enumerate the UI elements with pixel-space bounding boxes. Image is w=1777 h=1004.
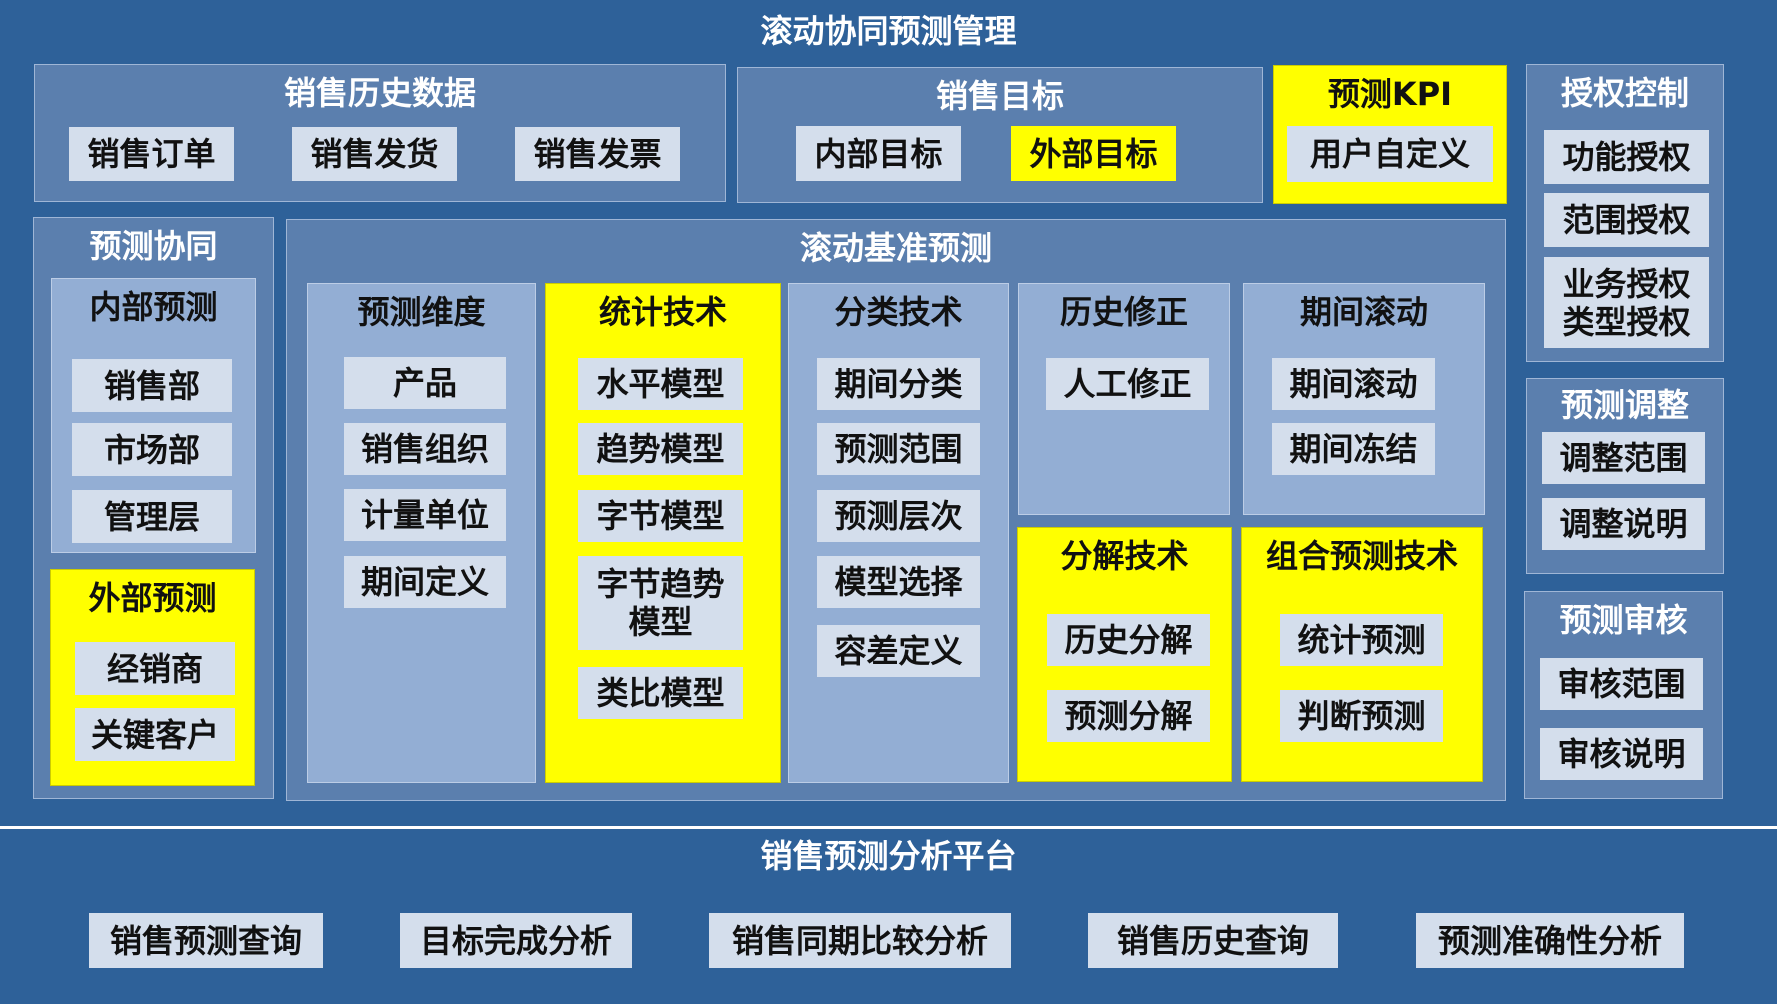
history-decompose-chip: 历史分解 bbox=[1047, 614, 1210, 666]
scope-auth-chip: 范围授权 bbox=[1544, 193, 1709, 247]
unit-chip: 计量单位 bbox=[344, 489, 506, 541]
yoy-analysis-chip: 销售同期比较分析 bbox=[709, 913, 1011, 968]
dimension-title: 预测维度 bbox=[357, 293, 486, 331]
forecast-range-chip: 预测范围 bbox=[817, 423, 980, 475]
period-roll-panel: 期间滚动 期间滚动 期间冻结 bbox=[1243, 283, 1485, 515]
history-fix-panel: 历史修正 人工修正 bbox=[1018, 283, 1230, 515]
model-select-chip: 模型选择 bbox=[817, 556, 980, 608]
sales-org-chip: 销售组织 bbox=[344, 423, 506, 475]
period-def-chip: 期间定义 bbox=[344, 556, 506, 608]
platform-title: 销售预测分析平台 bbox=[760, 837, 1017, 875]
statistical-forecast-chip: 统计预测 bbox=[1280, 614, 1443, 666]
dimension-panel: 预测维度 产品 销售组织 计量单位 期间定义 bbox=[307, 283, 536, 783]
forecast-query-chip: 销售预测查询 bbox=[89, 913, 323, 968]
forecast-level-chip: 预测层次 bbox=[817, 490, 980, 542]
history-query-chip: 销售历史查询 bbox=[1088, 913, 1338, 968]
forecast-decompose-chip: 预测分解 bbox=[1047, 690, 1210, 742]
period-roll-title: 期间滚动 bbox=[1299, 293, 1428, 331]
judgment-forecast-chip: 判断预测 bbox=[1280, 690, 1443, 742]
sales-target-panel: 销售目标 内部目标 外部目标 bbox=[737, 67, 1263, 203]
review-panel: 预测审核 审核范围 审核说明 bbox=[1524, 591, 1723, 799]
period-roll-chip: 期间滚动 bbox=[1272, 358, 1435, 410]
sales-invoice-chip: 销售发票 bbox=[515, 127, 680, 181]
tolerance-def-chip: 容差定义 bbox=[817, 625, 980, 677]
review-range-chip: 审核范围 bbox=[1540, 658, 1703, 710]
combine-panel: 组合预测技术 统计预测 判断预测 bbox=[1241, 527, 1483, 782]
sales-target-title: 销售目标 bbox=[935, 77, 1064, 115]
statistics-panel: 统计技术 水平模型 趋势模型 字节模型 字节趋势 模型 类比模型 bbox=[545, 283, 781, 783]
forecast-kpi-panel: 预测KPI 用户自定义 bbox=[1273, 65, 1507, 204]
sales-dept-chip: 销售部 bbox=[72, 359, 232, 412]
authorization-panel: 授权控制 功能授权 范围授权 业务授权 类型授权 bbox=[1526, 64, 1724, 362]
adjust-title: 预测调整 bbox=[1560, 386, 1689, 424]
review-note-chip: 审核说明 bbox=[1540, 728, 1703, 780]
forecast-collab-title: 预测协同 bbox=[89, 227, 218, 265]
combine-title: 组合预测技术 bbox=[1265, 537, 1458, 575]
internal-forecast-title: 内部预测 bbox=[89, 288, 218, 326]
forecast-kpi-title: 预测KPI bbox=[1327, 75, 1453, 113]
external-forecast-title: 外部预测 bbox=[88, 579, 217, 617]
decompose-title: 分解技术 bbox=[1060, 537, 1189, 575]
adjust-panel: 预测调整 调整范围 调整说明 bbox=[1526, 378, 1724, 574]
main-title: 滚动协同预测管理 bbox=[760, 12, 1017, 50]
forecast-collab-panel: 预测协同 内部预测 销售部 市场部 管理层 外部预测 经销商 关键客户 bbox=[33, 217, 274, 799]
marketing-dept-chip: 市场部 bbox=[72, 423, 232, 476]
level-model-chip: 水平模型 bbox=[578, 358, 743, 410]
review-title: 预测审核 bbox=[1559, 601, 1688, 639]
history-fix-title: 历史修正 bbox=[1059, 293, 1188, 331]
decompose-panel: 分解技术 历史分解 预测分解 bbox=[1017, 527, 1232, 782]
distributor-chip: 经销商 bbox=[75, 642, 235, 695]
period-class-chip: 期间分类 bbox=[817, 358, 980, 410]
function-auth-chip: 功能授权 bbox=[1544, 130, 1709, 184]
sales-order-chip: 销售订单 bbox=[69, 127, 234, 181]
classification-panel: 分类技术 期间分类 预测范围 预测层次 模型选择 容差定义 bbox=[788, 283, 1009, 783]
sales-history-panel: 销售历史数据 销售订单 销售发货 销售发票 bbox=[34, 64, 726, 202]
user-defined-chip: 用户自定义 bbox=[1287, 126, 1493, 182]
sales-shipment-chip: 销售发货 bbox=[292, 127, 457, 181]
authorization-title: 授权控制 bbox=[1560, 74, 1689, 112]
business-type-auth-chip: 业务授权 类型授权 bbox=[1544, 257, 1709, 348]
internal-forecast-panel: 内部预测 销售部 市场部 管理层 bbox=[51, 278, 256, 553]
management-chip: 管理层 bbox=[72, 490, 232, 543]
adjust-range-chip: 调整范围 bbox=[1542, 432, 1705, 484]
byte-trend-model-chip: 字节趋势 模型 bbox=[578, 556, 743, 650]
rolling-baseline-title: 滚动基准预测 bbox=[799, 229, 992, 267]
adjust-note-chip: 调整说明 bbox=[1542, 498, 1705, 550]
internal-target-chip: 内部目标 bbox=[796, 126, 961, 181]
classification-title: 分类技术 bbox=[834, 293, 963, 331]
target-analysis-chip: 目标完成分析 bbox=[400, 913, 632, 968]
analog-model-chip: 类比模型 bbox=[578, 667, 743, 719]
manual-fix-chip: 人工修正 bbox=[1046, 358, 1209, 410]
external-forecast-panel: 外部预测 经销商 关键客户 bbox=[50, 569, 255, 786]
trend-model-chip: 趋势模型 bbox=[578, 423, 743, 475]
rolling-baseline-panel: 滚动基准预测 预测维度 产品 销售组织 计量单位 期间定义 统计技术 水平模型 … bbox=[286, 219, 1506, 801]
byte-model-chip: 字节模型 bbox=[578, 490, 743, 542]
sales-history-title: 销售历史数据 bbox=[283, 74, 476, 112]
period-freeze-chip: 期间冻结 bbox=[1272, 423, 1435, 475]
external-target-chip: 外部目标 bbox=[1011, 126, 1176, 181]
accuracy-analysis-chip: 预测准确性分析 bbox=[1416, 913, 1684, 968]
statistics-title: 统计技术 bbox=[598, 293, 727, 331]
product-chip: 产品 bbox=[344, 357, 506, 409]
key-account-chip: 关键客户 bbox=[75, 708, 235, 761]
